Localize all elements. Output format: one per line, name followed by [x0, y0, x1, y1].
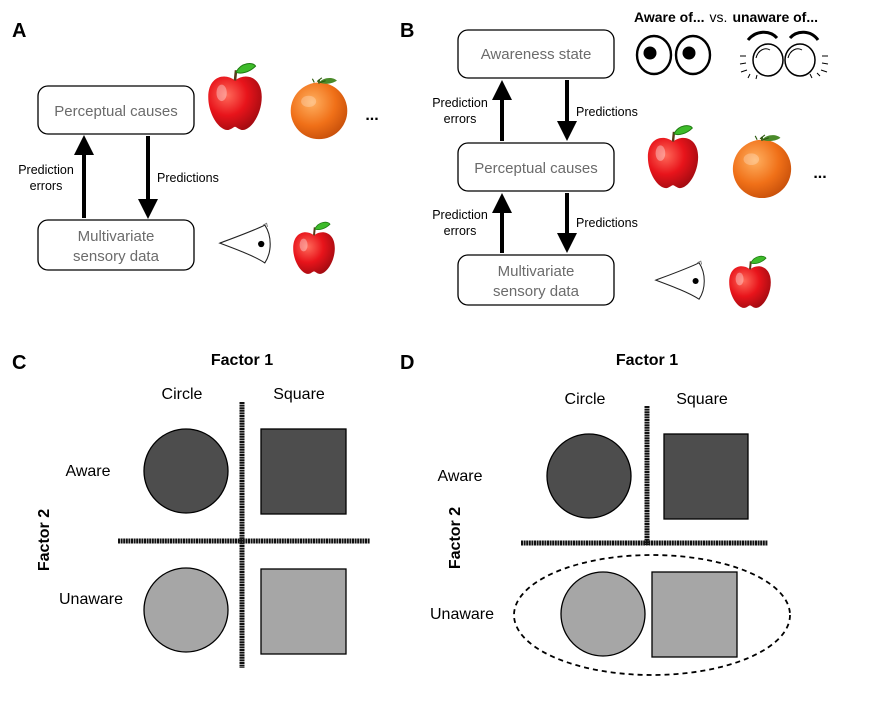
predictions-label-b-upper: Predictions — [576, 105, 638, 119]
vs-label: vs. — [710, 9, 728, 25]
awareness-state-label: Awareness state — [481, 46, 592, 63]
square-label-c: Square — [273, 386, 325, 403]
square-label-d: Square — [676, 391, 728, 408]
sensory-data-box-b — [457, 254, 615, 306]
panel-c-letter: C — [12, 352, 26, 374]
aware-vs-unaware-heading: Aware of... vs.unaware of... — [634, 9, 818, 25]
predictions-label-a: Predictions — [157, 171, 219, 185]
apple-icon — [206, 62, 264, 132]
panel-a-letter: A — [12, 20, 26, 42]
prediction-errors-line1-a: Prediction — [18, 163, 74, 177]
aware-label-c: Aware — [65, 463, 110, 480]
circle-label-c: Circle — [162, 386, 203, 403]
panel-d-letter: D — [400, 352, 414, 374]
perceptual-causes-box-a — [37, 85, 195, 135]
predictions-label-b-lower: Predictions — [576, 216, 638, 230]
sensory-data-line2-a: sensory data — [73, 248, 160, 265]
unaware-circle-d — [560, 571, 646, 657]
factor2-title-c: Factor 2 — [36, 509, 53, 571]
prediction-errors-line2-b-upper: errors — [444, 112, 477, 126]
unaware-square-c — [260, 568, 347, 655]
aware-square-d — [663, 433, 749, 520]
aware-of-label: Aware of... — [634, 9, 705, 25]
factor1-title-c: Factor 1 — [211, 352, 273, 369]
panel-b-letter: B — [400, 20, 414, 42]
orange-icon — [289, 76, 349, 141]
sensory-data-line2-b: sensory data — [493, 283, 580, 300]
eye-icon — [219, 222, 271, 264]
unaware-label-c: Unaware — [59, 591, 123, 608]
unaware-of-label: unaware of... — [732, 9, 818, 25]
aware-circle-c — [143, 428, 229, 514]
ellipsis-b: ... — [813, 165, 826, 182]
sensory-data-line1-b: Multivariate — [498, 263, 575, 280]
unaware-label-d: Unaware — [430, 606, 494, 623]
ellipsis-a: ... — [365, 107, 378, 124]
perceptual-causes-box-b — [457, 142, 615, 192]
prediction-errors-line2-b-lower: errors — [444, 224, 477, 238]
prediction-errors-line1-b-lower: Prediction — [432, 208, 488, 222]
prediction-errors-line1-b-upper: Prediction — [432, 96, 488, 110]
apple-icon — [646, 124, 700, 190]
eye-icon — [655, 260, 705, 300]
circle-label-d: Circle — [565, 391, 606, 408]
awareness-state-box — [457, 29, 615, 79]
prediction-errors-line2-a: errors — [30, 179, 63, 193]
perceptual-causes-label-b: Perceptual causes — [474, 160, 597, 177]
aware-circle-d — [546, 433, 632, 519]
factor1-title-d: Factor 1 — [616, 352, 678, 369]
unaware-eyes-icon — [739, 30, 829, 80]
open-eyes-icon — [635, 34, 712, 76]
aware-label-d: Aware — [437, 468, 482, 485]
unaware-circle-c — [143, 567, 229, 653]
unaware-square-d — [651, 571, 738, 658]
aware-square-c — [260, 428, 347, 515]
unaware-grouping-ellipse — [513, 554, 791, 676]
apple-icon — [728, 255, 772, 310]
factor2-title-d: Factor 2 — [447, 507, 464, 569]
sensory-data-box-a — [37, 219, 195, 271]
orange-icon — [731, 133, 793, 200]
perceptual-causes-label-a: Perceptual causes — [54, 103, 177, 120]
apple-icon — [292, 221, 336, 276]
sensory-data-line1-a: Multivariate — [78, 228, 155, 245]
